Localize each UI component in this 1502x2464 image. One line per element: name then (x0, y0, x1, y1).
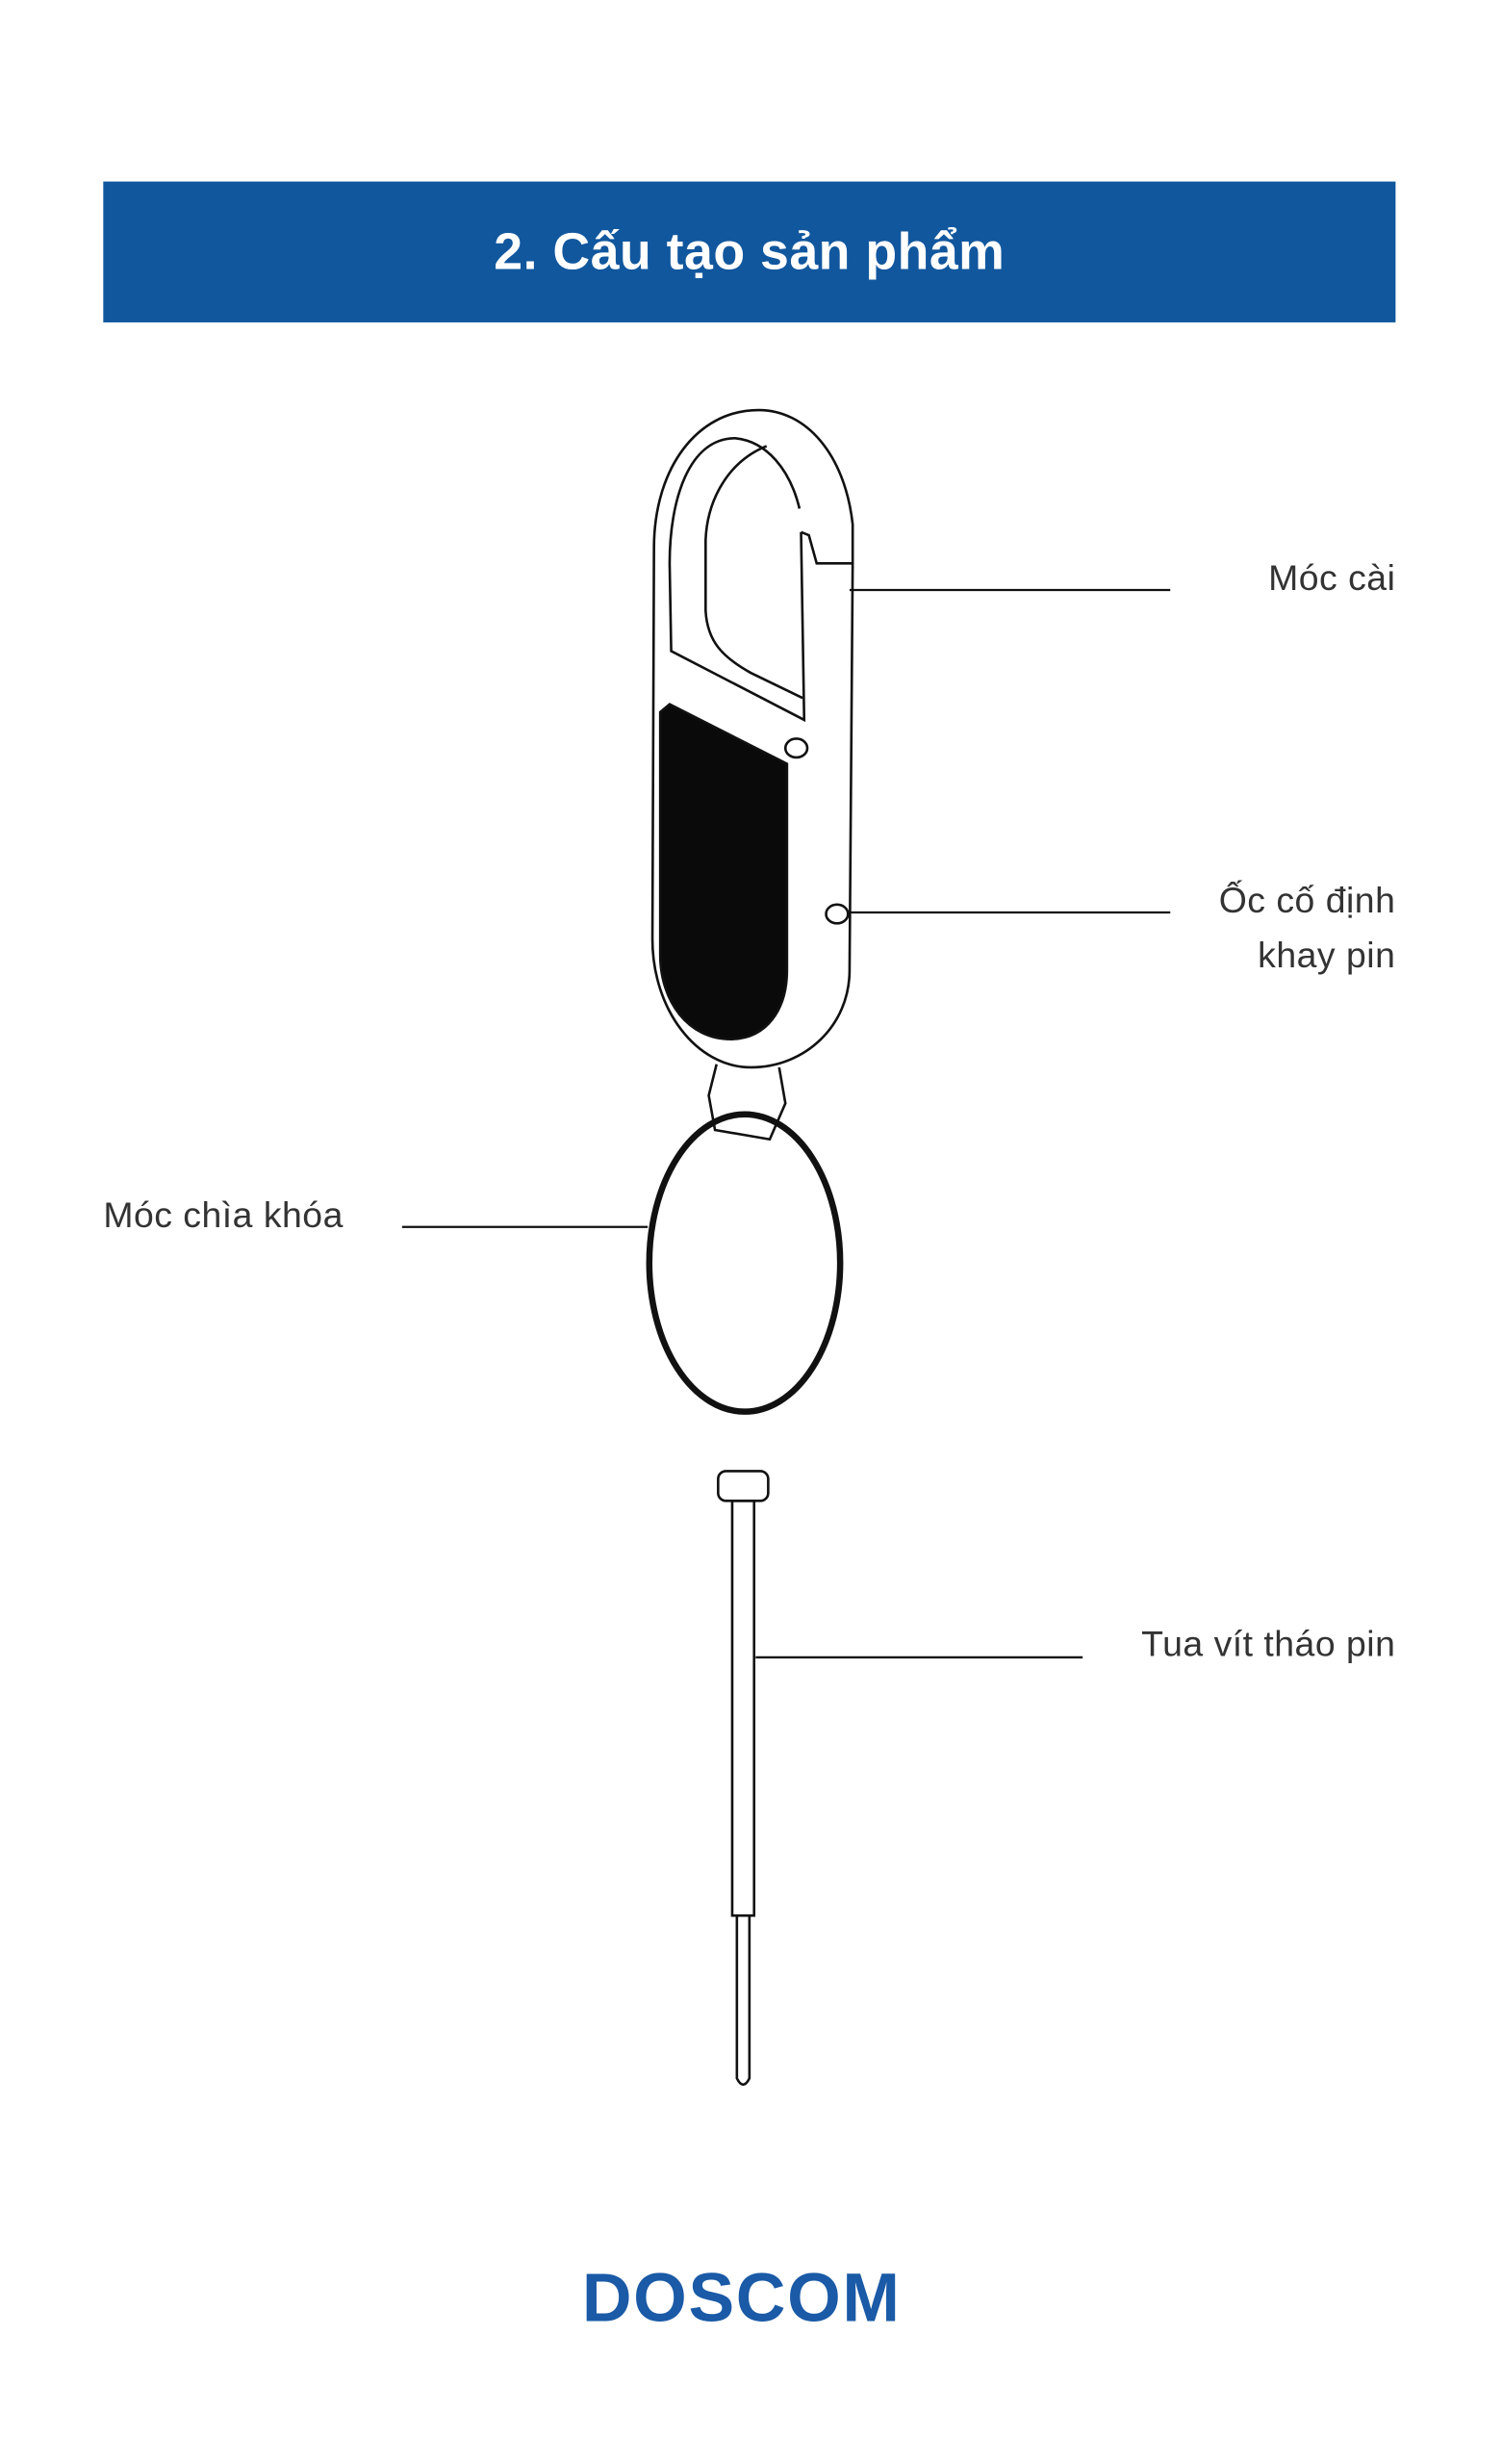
label-clip-hook: Móc cài (1268, 556, 1396, 599)
key-ring (646, 1111, 844, 1415)
doscom-logo: DOSCOM (581, 2259, 902, 2337)
label-battery-screw-2: khay pin (1258, 934, 1396, 975)
section-title: 2. Cấu tạo sản phẩm (494, 221, 1006, 281)
screwdriver-illustration (717, 1470, 770, 2087)
battery-screw-icon (825, 903, 850, 925)
label-screwdriver: Tua vít tháo pin (1141, 1623, 1396, 1664)
label-key-ring: Móc chìa khóa (103, 1194, 344, 1235)
top-screw-icon (783, 737, 809, 759)
leader-lines (401, 588, 1171, 1659)
section-header: 2. Cấu tạo sản phẩm (103, 181, 1396, 322)
label-battery-screw-1: Ốc cố định (1218, 879, 1396, 921)
carabiner-illustration (650, 408, 854, 1142)
